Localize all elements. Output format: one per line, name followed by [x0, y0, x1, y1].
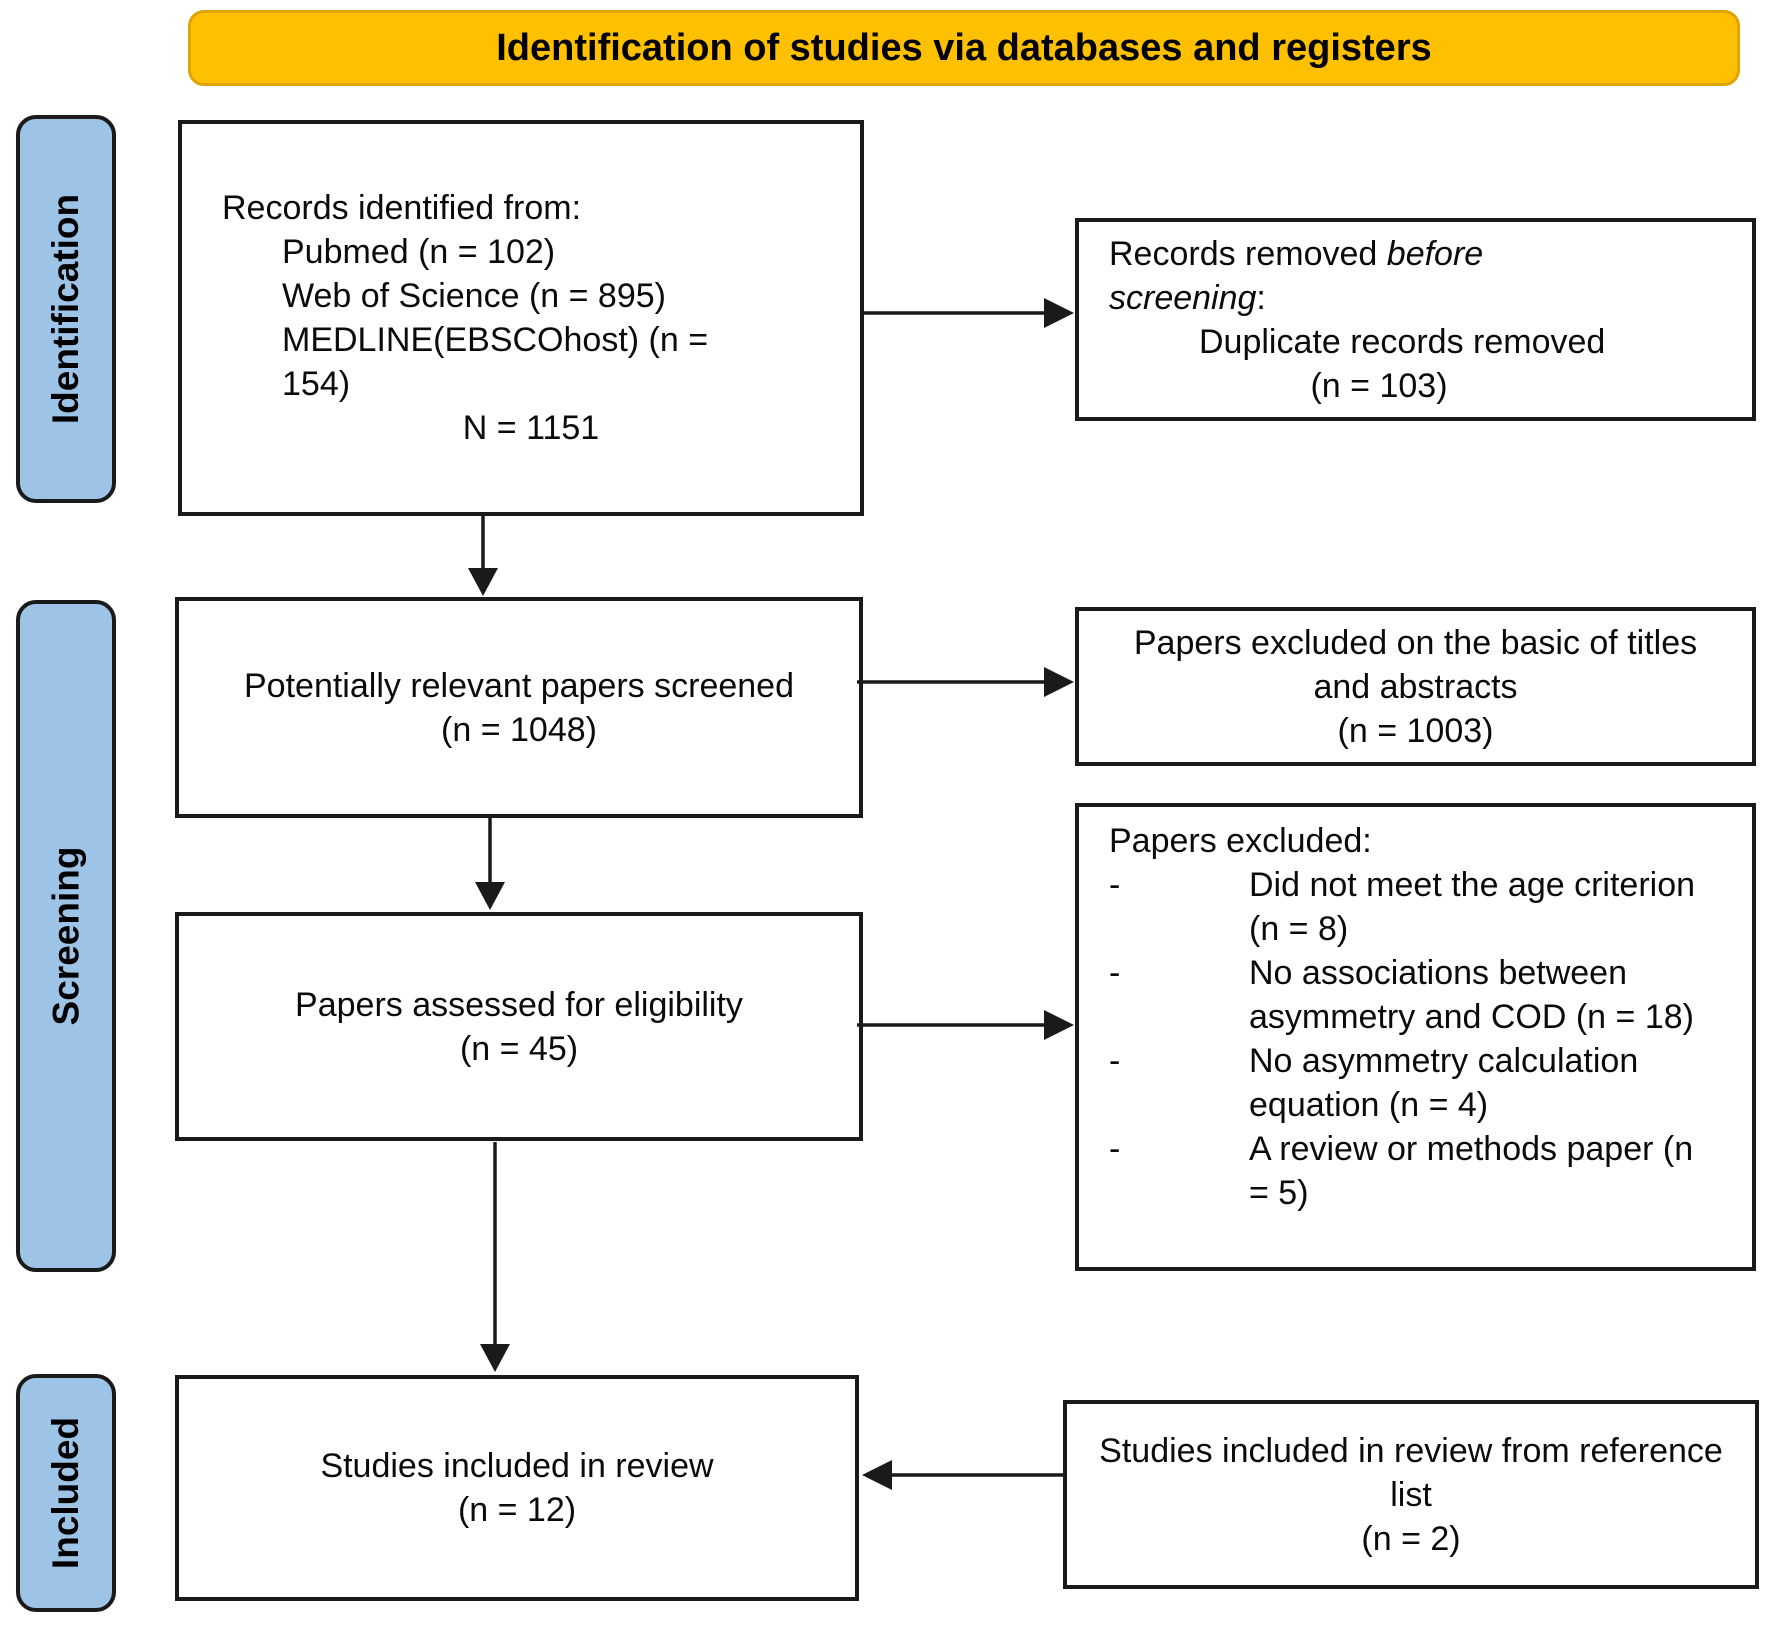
papers-screened-box: Potentially relevant papers screened (n … — [175, 597, 863, 818]
stage-label-included: Included — [16, 1374, 116, 1612]
arrow-reflist-to-included — [862, 1460, 1063, 1490]
papers-screened-count: (n = 1048) — [441, 710, 597, 749]
records-removed-lead: Records removed — [1109, 234, 1387, 273]
titles-abstracts-excluded-count: (n = 1003) — [1337, 711, 1494, 750]
arrow-assessed-to-papers-excluded — [857, 1010, 1074, 1040]
stage-label-text: Screening — [45, 846, 86, 1026]
records-source-web-of-science: Web of Science (n = 895) — [282, 277, 666, 315]
studies-included-count: (n = 12) — [457, 1491, 577, 1529]
records-removed-item: Duplicate records removed — [1199, 322, 1606, 361]
records-identified-intro: Records identified from: — [222, 189, 582, 227]
records-source-medline: MEDLINE(EBSCOhost) (n = 154) — [282, 321, 709, 403]
excluded-reason-review-paper: - A review or methods paper (n = 5) — [1109, 1127, 1732, 1215]
titles-abstracts-excluded-box: Papers excluded on the basic of titles a… — [1075, 607, 1756, 766]
studies-included-text: Studies included in review — [320, 1447, 714, 1485]
bullet-dash: - — [1109, 1130, 1121, 1168]
stage-label-text: Included — [45, 1416, 86, 1570]
arrow-screened-to-titles-excluded — [857, 667, 1074, 697]
records-removed-lead-italic: before screening — [1109, 234, 1484, 317]
studies-included-box: Studies included in review (n = 12) — [175, 1375, 859, 1601]
stage-label-identification: Identification — [16, 115, 116, 503]
arrow-screened-to-assessed — [475, 817, 505, 910]
excluded-reason-no-associations: - No associations between asymmetry and … — [1109, 951, 1732, 1039]
reference-list-included-text: Studies included in review from referenc… — [1099, 1431, 1723, 1514]
title-banner: Identification of studies via databases … — [188, 10, 1740, 86]
stage-label-text: Identification — [45, 193, 87, 425]
titles-abstracts-excluded-text: Papers excluded on the basic of titles a… — [1133, 623, 1698, 706]
diagram-title: Identification of studies via databases … — [496, 26, 1432, 69]
arrow-records-to-screened — [468, 515, 498, 596]
stage-label-screening: Screening — [16, 600, 116, 1272]
reference-list-included-box: Studies included in review from referenc… — [1063, 1400, 1759, 1589]
bullet-dash: - — [1109, 1042, 1121, 1080]
papers-assessed-text: Papers assessed for eligibility — [295, 985, 743, 1024]
records-identified-box: Records identified from: Pubmed (n = 102… — [178, 120, 864, 516]
records-removed-lead-suffix: : — [1256, 278, 1266, 317]
arrow-records-to-removed — [862, 298, 1074, 328]
records-removed-heading: Records removed before screening: — [1109, 232, 1642, 320]
bullet-dash: - — [1109, 954, 1121, 992]
arrow-assessed-to-included — [480, 1142, 510, 1372]
records-source-pubmed: Pubmed (n = 102) — [282, 233, 556, 271]
papers-assessed-count: (n = 45) — [459, 1029, 579, 1068]
reference-list-included-count: (n = 2) — [1361, 1519, 1461, 1558]
papers-excluded-intro: Papers excluded: — [1109, 822, 1372, 860]
records-removed-box: Records removed before screening: Duplic… — [1075, 218, 1756, 421]
bullet-dash: - — [1109, 866, 1121, 904]
records-removed-count: (n = 103) — [1310, 366, 1448, 405]
excluded-reason-age: - Did not meet the age criterion (n = 8) — [1109, 863, 1732, 951]
excluded-reason-no-equation: - No asymmetry calculation equation (n =… — [1109, 1039, 1732, 1127]
papers-excluded-box: Papers excluded: - Did not meet the age … — [1075, 803, 1756, 1271]
records-total: N = 1151 — [462, 409, 600, 447]
papers-screened-text: Potentially relevant papers screened — [244, 666, 794, 705]
papers-assessed-box: Papers assessed for eligibility (n = 45) — [175, 912, 863, 1141]
